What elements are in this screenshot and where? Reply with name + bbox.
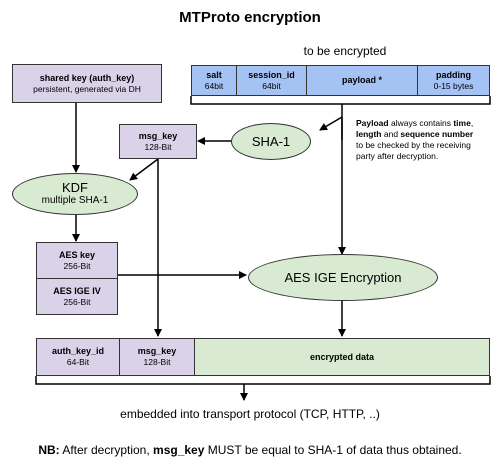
note-sequence-number: sequence number [400, 129, 474, 139]
aes-key-size: 256-Bit [63, 260, 91, 271]
encrypted-data-field: encrypted data [194, 338, 490, 376]
aes-ige-node: AES IGE Encryption [248, 254, 438, 301]
nb-msg-key: msg_key [153, 443, 205, 457]
transport-label: embedded into transport protocol (TCP, H… [120, 407, 380, 421]
aes-key-box: AES key 256-Bit [36, 242, 118, 279]
output-msg-key-size: 128-Bit [143, 357, 171, 367]
note-text-1: always contains [388, 118, 454, 128]
payload-label: payload * [341, 75, 382, 85]
nb-text-2: MUST be equal to SHA-1 of data thus obta… [204, 443, 462, 457]
kdf-label: KDF [62, 180, 88, 195]
salt-label: salt [206, 69, 222, 80]
salt-size: 64bit [204, 80, 224, 91]
note-text-3: party after decryption. [356, 151, 439, 161]
auth-key-id-size: 64-Bit [66, 357, 90, 367]
shared-key-label: shared key (auth_key) [39, 72, 135, 83]
encrypted-data-label: encrypted data [309, 351, 375, 362]
nb-text-1: After decryption, [59, 443, 154, 457]
msg-key-label: msg_key [138, 130, 178, 141]
payload-field: payload * [306, 65, 418, 96]
output-msg-key-field: msg_key 128-Bit [119, 338, 195, 376]
auth-key-id-field: auth_key_id 64-Bit [36, 338, 120, 376]
aes-ige-label: AES IGE Encryption [284, 270, 402, 285]
padding-size: 0-15 bytes [433, 80, 474, 91]
salt-field: salt 64bit [191, 65, 237, 96]
note-text-2: to be checked by the receiving [356, 140, 471, 150]
aes-iv-box: AES IGE IV 256-Bit [36, 278, 118, 315]
note-comma: , [470, 118, 474, 128]
output-msg-key-label: msg_key [137, 346, 177, 356]
sha1-node: SHA-1 [231, 123, 311, 160]
kdf-node: KDF multiple SHA-1 [12, 173, 138, 215]
note-and: and [381, 129, 401, 139]
arrow-brace-sha1 [319, 116, 343, 131]
nb-note: NB: After decryption, msg_key MUST be eq… [0, 443, 500, 457]
session-id-label: session_id [248, 69, 295, 80]
aes-iv-size: 256-Bit [63, 296, 91, 307]
shared-key-sub: persistent, generated via DH [33, 83, 141, 94]
output-brace [35, 376, 491, 385]
aes-key-label: AES key [58, 249, 96, 260]
aes-iv-label: AES IGE IV [53, 285, 101, 296]
diagram-title: MTProto encryption [179, 9, 321, 26]
sha1-label: SHA-1 [251, 134, 291, 149]
note-time: time [453, 118, 471, 128]
msg-key-size: 128-Bit [144, 141, 172, 152]
padding-label: padding [436, 69, 471, 80]
auth-key-id-label: auth_key_id [51, 346, 105, 356]
to-be-encrypted-label: to be encrypted [303, 44, 387, 58]
padding-field: padding 0-15 bytes [417, 65, 490, 96]
session-id-field: session_id 64bit [236, 65, 307, 96]
session-id-size: 64bit [262, 80, 281, 91]
payload-note: Payload always contains time, length and… [356, 118, 496, 162]
packet-brace [190, 96, 491, 105]
msg-key-box: msg_key 128-Bit [119, 124, 197, 159]
kdf-sub: multiple SHA-1 [41, 195, 109, 206]
note-payload: Payload [356, 118, 389, 128]
note-length: length [356, 129, 382, 139]
arrow-msgkey-kdf [129, 158, 159, 181]
nb-prefix: NB: [38, 443, 60, 457]
shared-key-box: shared key (auth_key) persistent, genera… [12, 64, 162, 103]
